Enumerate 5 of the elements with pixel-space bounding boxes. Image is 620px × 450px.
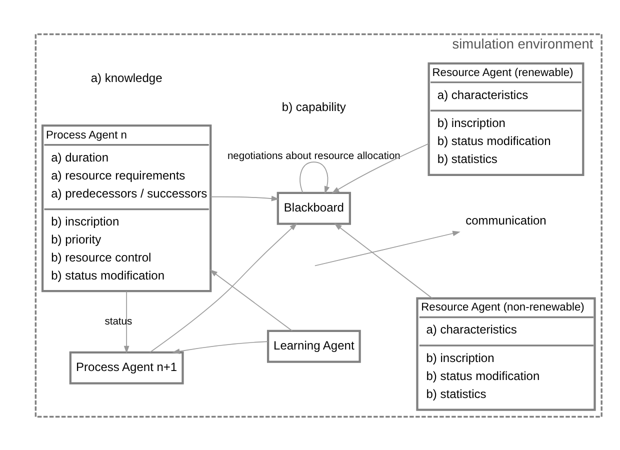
edge-label: status (104, 316, 132, 327)
legend-label: communication (466, 212, 546, 227)
label: b) capability (282, 100, 346, 114)
edge-label: negotiations about resource allocation (227, 150, 400, 162)
label: a) knowledge (90, 70, 162, 85)
